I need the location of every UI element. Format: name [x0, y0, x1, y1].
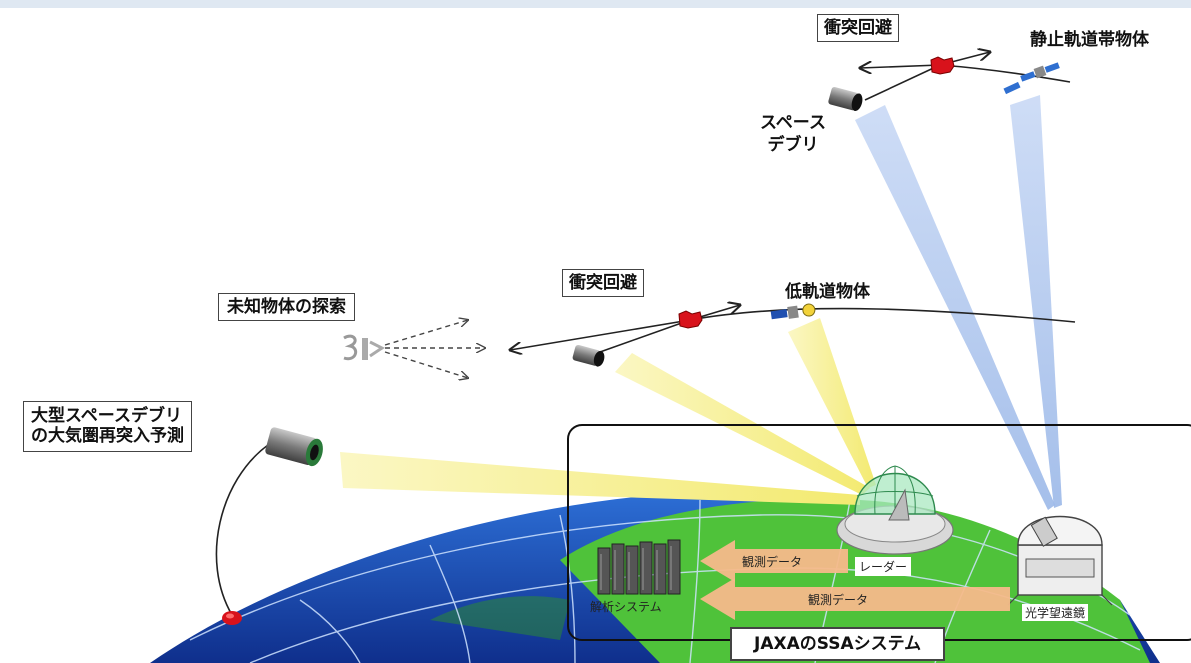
debris-icon-leo [572, 344, 605, 367]
radar-beam-leo-object [788, 318, 876, 488]
label-reentry-prediction: 大型スペースデブリ の大気圏再突入予測 [23, 401, 192, 452]
label-collision-avoidance-leo: 衝突回避 [562, 269, 644, 298]
label-leo-objects: 低軌道物体 [785, 282, 870, 302]
satellite-icon-geo-2 [1003, 81, 1021, 95]
telescope-icon [1007, 515, 1113, 606]
server-rack-icon [597, 539, 681, 595]
optical-beam-debris [855, 105, 1055, 510]
label-system-title: JAXAのSSAシステム [730, 627, 946, 662]
radar-dome-icon [836, 465, 954, 555]
satellite-icon-leo [770, 303, 816, 320]
reentry-marker [222, 611, 242, 625]
radar-beam-reentry [340, 452, 860, 505]
data-arrow-radar [700, 540, 848, 582]
label-analysis-system: 解析システム [590, 600, 662, 614]
optical-beam-geo [1010, 95, 1062, 508]
label-geo-objects: 静止軌道帯物体 [1030, 30, 1149, 50]
label-space-debris: スペース デブリ [760, 113, 826, 156]
label-radar: レーダー [855, 557, 912, 576]
collision-icon-leo [678, 310, 703, 329]
debris-icon-geo [828, 86, 863, 112]
label-observation-data-radar: 観測データ [742, 555, 803, 569]
label-optical-telescope: 光学望遠鏡 [1022, 604, 1089, 621]
data-arrow-optical [700, 578, 1010, 620]
collision-icon-geo [930, 56, 955, 75]
top-strip [0, 0, 1191, 8]
label-collision-avoidance-geo: 衝突回避 [817, 14, 899, 43]
unknown-search-arrows [384, 320, 485, 378]
debris-icon-large [265, 427, 323, 467]
label-unknown-search: 未知物体の探索 [218, 293, 355, 322]
label-observation-data-optical: 観測データ [808, 593, 869, 607]
satellite-icon-geo-1 [1020, 62, 1060, 82]
reentry-trajectory [215, 444, 269, 616]
unknown-object-icon [343, 334, 385, 361]
